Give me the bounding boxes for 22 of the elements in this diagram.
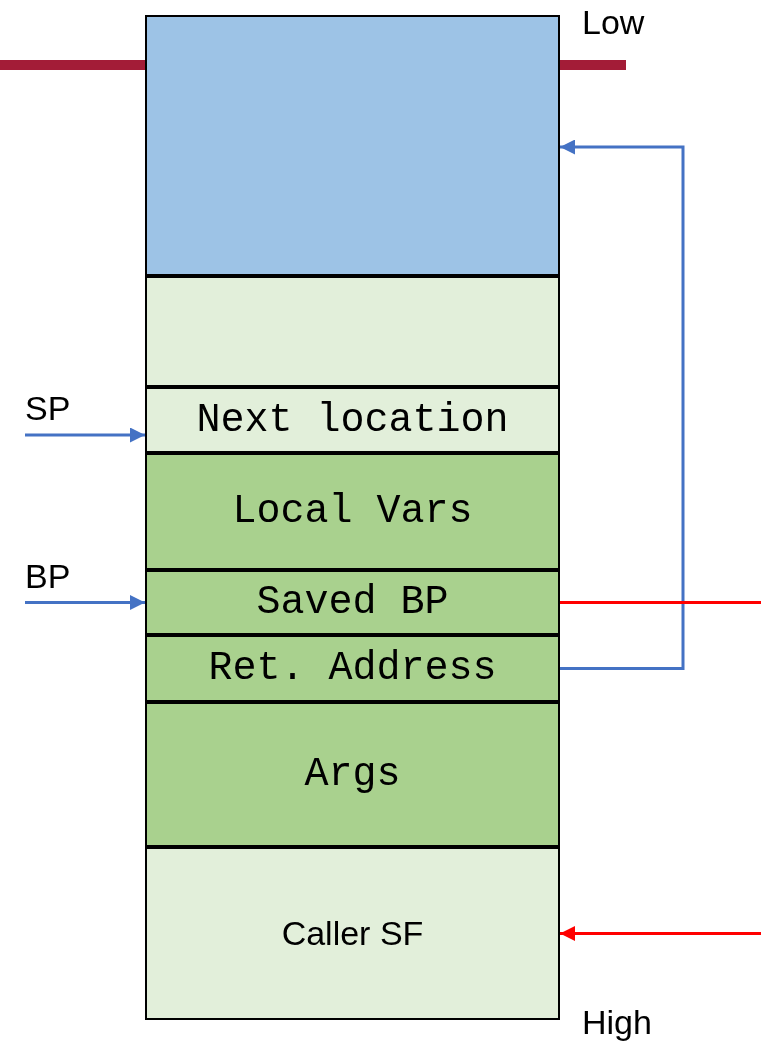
arrow	[25, 595, 145, 610]
stack-frame-slot	[145, 635, 560, 702]
slot-label: Saved BP	[256, 580, 449, 625]
arrow	[25, 427, 145, 443]
stack-frame-slot	[145, 570, 560, 635]
address-label: High	[582, 1005, 652, 1039]
stack-frame-slot	[145, 847, 560, 1020]
edge-label: BP	[25, 558, 71, 593]
memory-block	[145, 15, 560, 276]
slot-label: Caller SF	[281, 914, 424, 953]
slot-label: Local Vars	[232, 489, 473, 534]
edge-label: SP	[25, 391, 71, 425]
slot-label: Args	[304, 752, 401, 797]
slot-label: Next location	[196, 397, 509, 443]
stack-frame-slot	[145, 702, 560, 847]
stack-frame-slot	[145, 453, 560, 570]
stack-frame-slot	[145, 387, 560, 453]
address-label: Low	[582, 5, 645, 39]
arrow	[560, 926, 761, 941]
slot-label: Ret. Address	[208, 646, 497, 691]
arrow	[560, 139, 685, 670]
memory-block	[145, 276, 560, 387]
